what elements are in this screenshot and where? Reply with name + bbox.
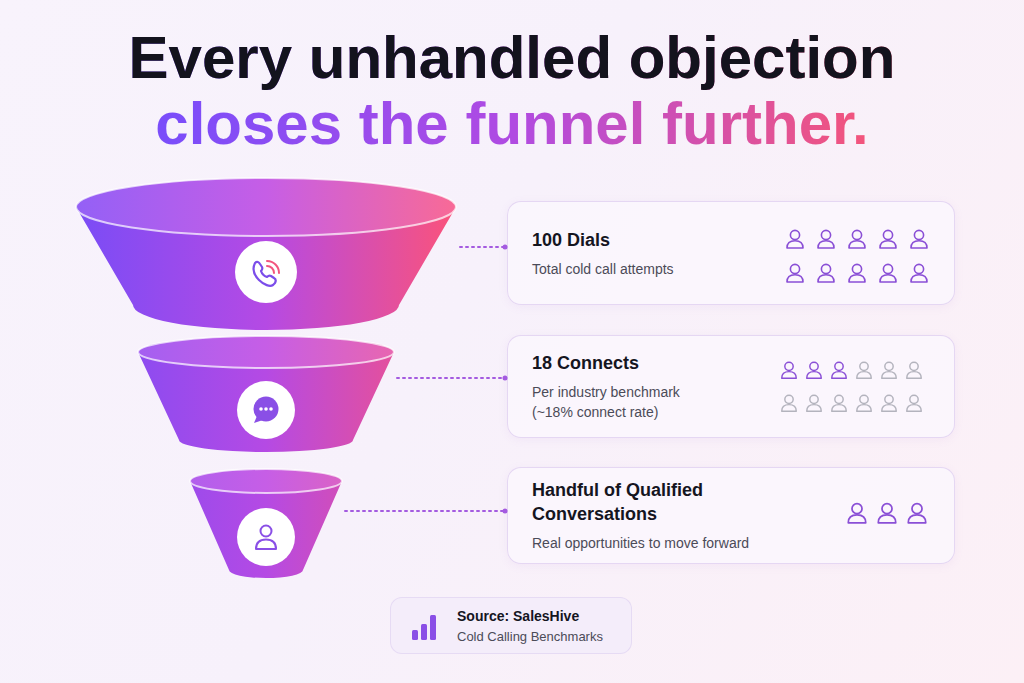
- phone-icon: [254, 261, 279, 286]
- person-icon: [880, 230, 896, 248]
- stat-card: 100 DialsTotal cold call attempts: [507, 201, 955, 305]
- phone-handset: [254, 262, 276, 286]
- funnel-bottom: [190, 469, 342, 578]
- person-icon: [787, 264, 803, 282]
- funnel-body: [76, 207, 456, 330]
- person-icon: [256, 526, 276, 550]
- person-icon: [782, 395, 797, 411]
- person-icon: [911, 230, 927, 248]
- person-icon: [907, 395, 922, 411]
- funnel-body: [190, 481, 342, 578]
- leader-lines: [345, 247, 504, 511]
- leader-dots: [503, 245, 508, 514]
- person-icon: [857, 395, 872, 411]
- person-head: [261, 526, 272, 537]
- leader-line: [460, 246, 504, 248]
- funnel-top: [76, 178, 456, 330]
- chart-bar: [412, 630, 418, 640]
- people-icons: [787, 230, 927, 282]
- card-body: Per industry benchmark (~18% connect rat…: [532, 382, 702, 422]
- person-icon: [908, 504, 925, 523]
- person-icon: [882, 395, 897, 411]
- person-icon: [818, 264, 834, 282]
- funnel-rim: [190, 469, 342, 493]
- signal-wave: [267, 261, 279, 273]
- leader-line: [345, 510, 504, 512]
- person-icon: [882, 362, 897, 378]
- source-card: Source: SalesHiveCold Calling Benchmarks: [390, 597, 632, 654]
- icon-circle: [237, 508, 295, 566]
- chat-dot: [259, 407, 263, 411]
- chart-bar: [421, 624, 427, 640]
- person-icon: [849, 264, 865, 282]
- person-icon: [907, 362, 922, 378]
- signal-wave: [267, 266, 274, 273]
- leader-line: [397, 377, 504, 379]
- person-icon: [807, 362, 822, 378]
- person-icon: [849, 230, 865, 248]
- chat-tail: [254, 416, 263, 423]
- person-icon: [878, 504, 895, 523]
- icon-circle: [237, 381, 295, 439]
- title: Every unhandled objection closes the fun…: [102, 25, 922, 157]
- leader-dot: [503, 376, 508, 381]
- chat-dot: [264, 407, 268, 411]
- icon-circle: [235, 241, 297, 303]
- person-body: [256, 540, 276, 550]
- card-body: Total cold call attempts: [532, 259, 782, 279]
- card-heading: Source: SalesHive: [457, 607, 631, 625]
- bar-chart-icon: [412, 615, 436, 640]
- stat-card: Handful of Qualified ConversationsReal o…: [507, 467, 955, 564]
- card-heading: Handful of Qualified Conversations: [532, 478, 717, 526]
- person-icon: [782, 362, 797, 378]
- card-heading: 18 Connects: [532, 351, 782, 375]
- person-icon: [880, 264, 896, 282]
- person-icon: [848, 504, 865, 523]
- person-icon: [832, 362, 847, 378]
- chat-icon: [254, 397, 279, 424]
- funnel-rim: [138, 336, 394, 368]
- stat-card: 18 ConnectsPer industry benchmark (~18% …: [507, 335, 955, 438]
- people-icons: [848, 504, 925, 523]
- person-icon: [818, 230, 834, 248]
- chat-dot: [269, 407, 273, 411]
- card-body: Cold Calling Benchmarks: [457, 628, 631, 645]
- person-icon: [807, 395, 822, 411]
- person-icon: [787, 230, 803, 248]
- people-icons: [782, 362, 922, 411]
- funnel-body: [138, 352, 394, 452]
- leader-dot: [503, 509, 508, 514]
- funnel-rim: [76, 178, 456, 236]
- person-icon: [832, 395, 847, 411]
- funnel-middle: [138, 336, 394, 452]
- card-body: Real opportunities to move forward: [532, 533, 782, 553]
- chart-bar: [430, 615, 436, 640]
- chat-bubble: [254, 397, 279, 422]
- person-icon: [911, 264, 927, 282]
- person-icon: [857, 362, 872, 378]
- card-heading: 100 Dials: [532, 228, 782, 252]
- leader-dot: [503, 245, 508, 250]
